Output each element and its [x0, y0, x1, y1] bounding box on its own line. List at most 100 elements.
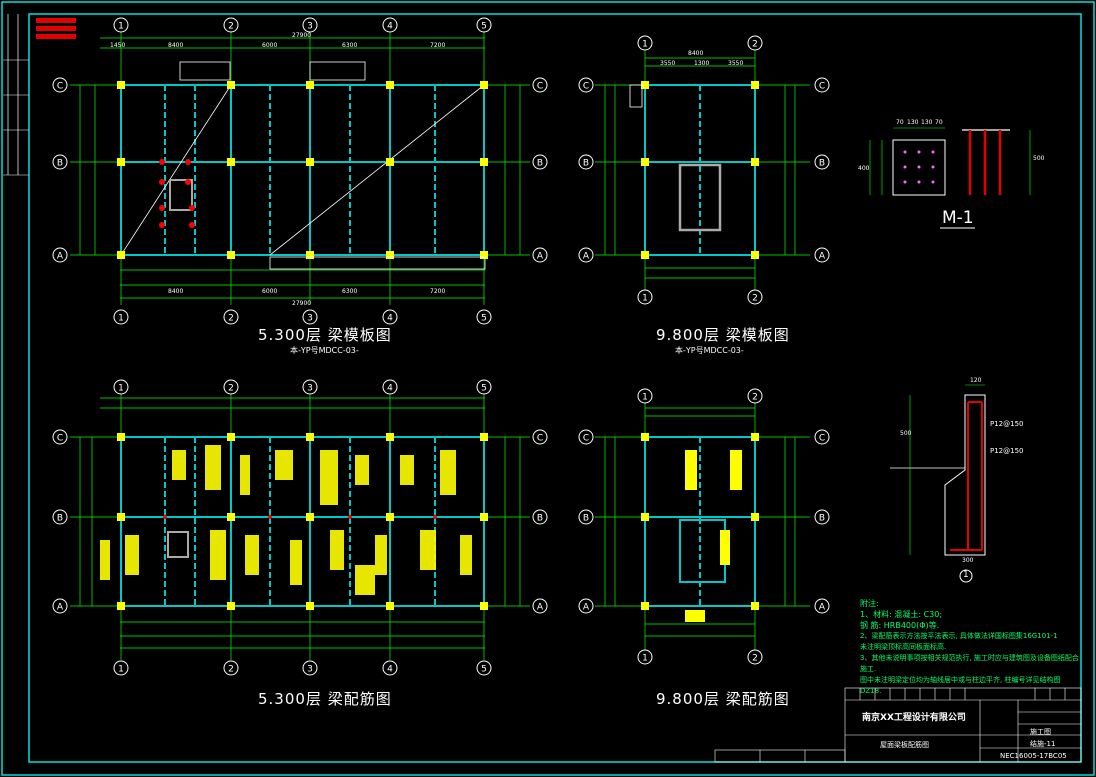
m1-dim-4: 70 [935, 119, 943, 126]
axis-num-p2-top-1: 2 [752, 40, 758, 50]
axis-num-p1-bot-2-circle [302, 309, 318, 325]
axis-let-p1-left-1: B [57, 159, 63, 169]
title-block [714, 687, 1082, 763]
plan2-subtitle: 本-YP号MDCC-03- [675, 346, 744, 355]
tb-stage: 施工图 [1030, 728, 1051, 736]
inner-border [28, 13, 1082, 763]
axis-num-p1-bot-0-circle [113, 309, 129, 325]
axis-num-p1-bot-3: 4 [387, 314, 393, 324]
axis-num-p1-top-0-circle [113, 17, 129, 33]
axis-let-p2-right-1-circle [814, 154, 830, 170]
revision-tags [36, 18, 76, 39]
axis-let-p1-right-2: A [537, 252, 544, 262]
axis-num-p4-top-1-circle [747, 388, 763, 404]
axis-let-p1-right-0: C [537, 82, 543, 92]
axis-num-p1-top-1: 2 [228, 22, 234, 32]
plan-5300-reinforcement [70, 392, 530, 660]
m1-size: 400 [858, 165, 870, 172]
p1-dim-top-2: 6000 [262, 42, 278, 49]
detail-m1 [869, 127, 1031, 229]
axis-let-p2-right-0: C [819, 82, 825, 92]
axis-num-p2-bot-1-circle [747, 289, 763, 305]
axis-num-p1-top-4: 5 [481, 22, 487, 32]
p2-dim-top-2: 1300 [694, 60, 710, 67]
plan1-beams [120, 84, 485, 256]
axis-let-p4-right-2: A [819, 603, 826, 613]
axis-num-p3-bot-3-circle [382, 660, 398, 676]
axis-num-p1-top-2: 3 [307, 22, 313, 32]
axis-let-p1-left-0: C [57, 82, 63, 92]
plan3-rebar-callouts [100, 445, 472, 595]
axis-let-p2-left-0: C [583, 82, 589, 92]
m1-dim-1: 70 [896, 119, 904, 126]
axis-num-p1-top-1-circle [223, 17, 239, 33]
m1-dim-2: 130 [907, 119, 919, 126]
axis-num-p4-bot-0: 1 [642, 654, 648, 664]
p1-dim-bot-2: 6300 [342, 288, 358, 295]
axis-num-p3-top-4: 5 [481, 384, 487, 394]
axis-num-p3-bot-1-circle [223, 660, 239, 676]
axis-let-p1-right-1: B [537, 159, 543, 169]
axis-num-p2-top-0: 1 [642, 40, 648, 50]
p1-dim-top-0: 1450 [110, 42, 126, 49]
axis-num-p3-bot-3: 4 [387, 665, 393, 675]
axis-num-p3-top-4-circle [476, 379, 492, 395]
d1-rebar-b: P12@150 [990, 447, 1024, 455]
axis-let-p3-left-1-circle [52, 509, 68, 525]
plan1-subtitle: 本-YP号MDCC-03- [290, 346, 359, 355]
axis-let-p4-right-1-circle [814, 509, 830, 525]
notes-heading: 附注: [860, 599, 879, 608]
plan1-columns [117, 81, 488, 259]
axis-num-p1-top-3: 4 [387, 22, 393, 32]
p2-dim-top-3: 3550 [728, 60, 744, 67]
axis-let-p1-right-2-circle [532, 247, 548, 263]
axis-num-p4-top-0-circle [637, 388, 653, 404]
axis-let-p2-left-1-circle [578, 154, 594, 170]
axis-let-p1-left-2: A [57, 252, 64, 262]
d1-base: 300 [962, 557, 974, 564]
p2-dim-top-1: 3550 [660, 60, 676, 67]
axis-let-p4-left-2-circle [578, 598, 594, 614]
axis-num-p4-top-1: 2 [752, 393, 758, 403]
axis-let-p2-left-2-circle [578, 247, 594, 263]
p1-dim-bot-1: 6000 [262, 288, 278, 295]
axis-num-p1-bot-2: 3 [307, 314, 313, 324]
axis-num-p4-top-0: 1 [642, 393, 648, 403]
notes-line-6: 图中未注明梁定位均为轴线居中或与柱边平齐, 柱编号详见结构图DZ18. [860, 676, 1061, 695]
tb-code: NEC16005-17BC05 [1000, 752, 1067, 760]
axis-num-p3-top-2: 3 [307, 384, 313, 394]
axis-num-p1-bot-3-circle [382, 309, 398, 325]
plan3-title: 5.300层 梁配筋图 [258, 690, 392, 708]
axis-let-p1-left-1-circle [52, 154, 68, 170]
plan2-title: 9.800层 梁模板图 [656, 326, 790, 344]
d1-height: 500 [900, 430, 912, 437]
notes-line-4: 未注明梁顶标高同板面标高. [860, 643, 947, 651]
plan1-highlights [159, 159, 195, 228]
axis-num-p3-bot-4: 5 [481, 665, 487, 675]
axis-num-p2-bot-1: 2 [752, 294, 758, 304]
axis-num-p3-bot-0-circle [113, 660, 129, 676]
axis-num-p1-bot-4-circle [476, 309, 492, 325]
tb-sheet: 结施-11 [1030, 740, 1056, 748]
axis-num-p3-bot-4-circle [476, 660, 492, 676]
axis-let-p2-left-0-circle [578, 77, 594, 93]
axis-num-p4-bot-1: 2 [752, 654, 758, 664]
plan1-dimensions [70, 32, 530, 305]
axis-let-p4-left-2: A [583, 603, 590, 613]
detail-1-section [890, 384, 986, 583]
plan1-openings [169, 61, 486, 270]
d1-rebar-a: P12@150 [990, 420, 1024, 428]
p1-dim-bot-0: 8400 [168, 288, 184, 295]
plan-9800-template [595, 50, 810, 290]
p1-dim-top-1: 8400 [168, 42, 184, 49]
axis-num-p2-top-1-circle [747, 35, 763, 51]
axis-let-p2-left-1: B [583, 159, 589, 169]
axis-num-p1-bot-4: 5 [481, 314, 487, 324]
axis-num-p3-top-0-circle [113, 379, 129, 395]
p1-dim-top-3: 6300 [342, 42, 358, 49]
axis-num-p1-top-4-circle [476, 17, 492, 33]
axis-num-p3-top-2-circle [302, 379, 318, 395]
p1-dim-total: 27900 [292, 32, 312, 39]
